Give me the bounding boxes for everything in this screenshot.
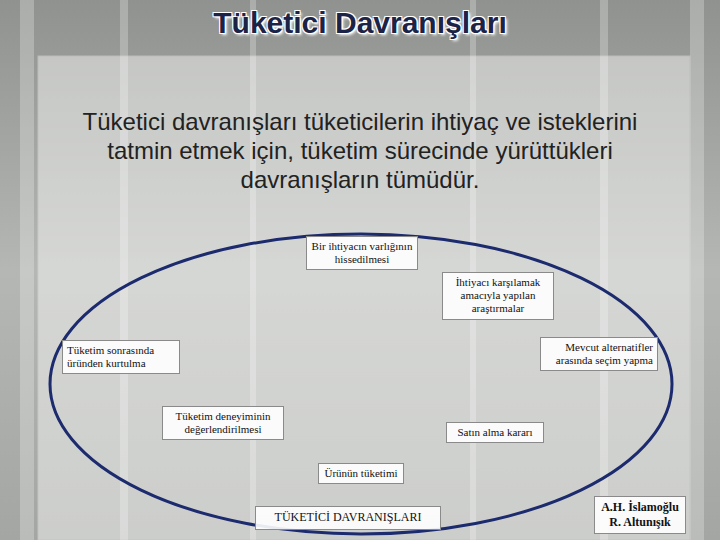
process-box: Tüketim deneyiminin değerlendirilmesi	[162, 406, 284, 440]
definition-text: Tüketici davranışları tüketicilerin ihti…	[70, 108, 650, 194]
process-box: Bir ihtiyacın varlığının hissedilmesi	[306, 236, 418, 270]
step-text: Tüketim sonrasında üründen kurtulma	[67, 344, 175, 370]
step-text: Bir ihtiyacın varlığının hissedilmesi	[311, 240, 413, 266]
cycle-ellipse	[50, 234, 672, 534]
process-box: Ürünün tüketimi	[318, 463, 404, 484]
step-text: Satın alma kararı	[451, 426, 539, 439]
step-text: Tüketim deneyiminin değerlendirilmesi	[167, 410, 279, 436]
process-box: Tüketim sonrasında üründen kurtulma	[62, 340, 180, 374]
footer-title: TÜKETİCİ DAVRANIŞLARI	[255, 506, 441, 530]
process-box: İhtiyacı karşılamak amacıyla yapılan ara…	[442, 272, 554, 320]
process-box: Mevcut alternatifler arasında seçim yapm…	[540, 337, 658, 371]
process-box: Satın alma kararı	[446, 422, 544, 443]
slide-title: Tüketici Davranışları	[0, 6, 720, 40]
mall-columns	[20, 0, 704, 540]
step-text: Mevcut alternatifler arasında seçim yapm…	[545, 341, 653, 367]
step-text: İhtiyacı karşılamak amacıyla yapılan ara…	[447, 276, 549, 316]
text-panel	[38, 56, 690, 540]
author-names: A.H. İslamoğlu R. Altunışık	[594, 496, 686, 534]
step-text: Ürünün tüketimi	[323, 467, 399, 480]
